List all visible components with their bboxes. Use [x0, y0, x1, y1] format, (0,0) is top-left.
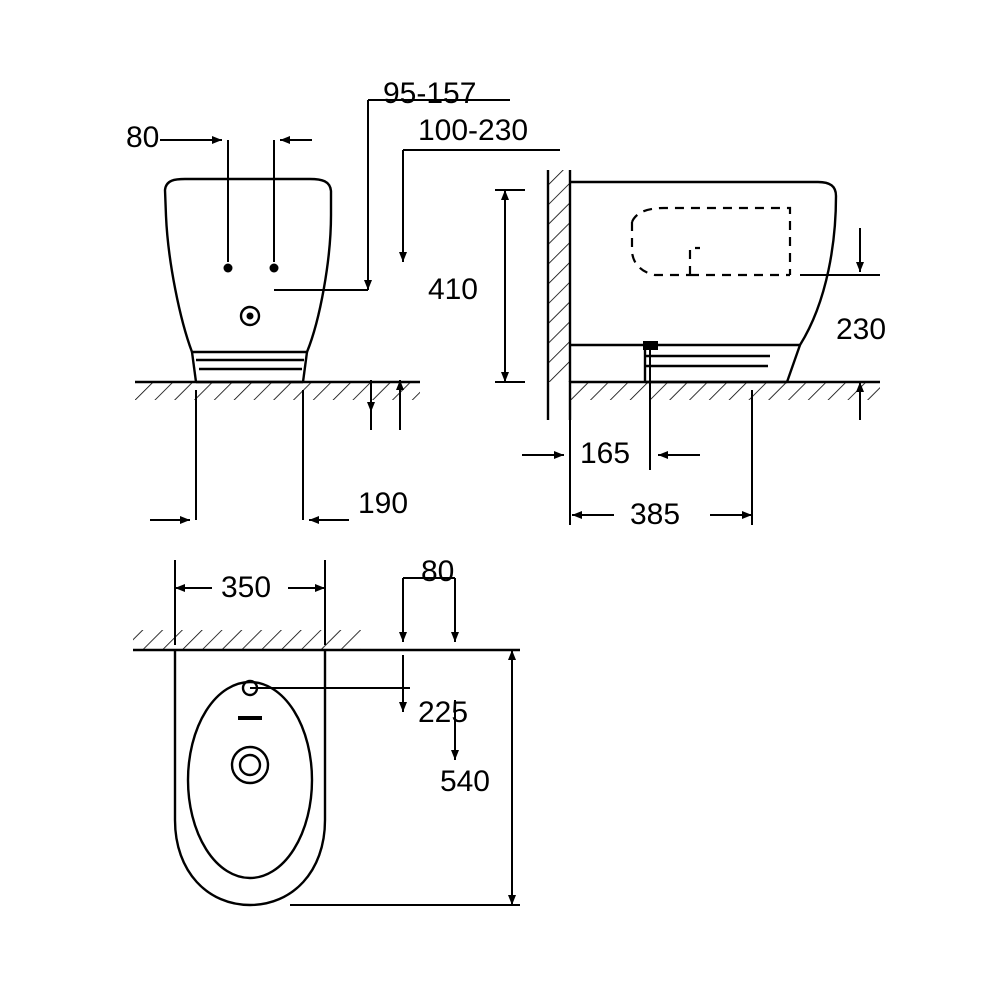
side-dim-385-text: 385 [630, 498, 680, 531]
side-wall-hatch [548, 170, 570, 382]
top-inner-rim [186, 680, 314, 880]
front-dim-80-text: 80 [126, 121, 159, 154]
side-floor-hatch [570, 382, 880, 400]
top-view-dimensions: 350 80 225 540 [174, 555, 520, 906]
front-outlet-ring [239, 305, 261, 327]
top-dim-540-text: 540 [440, 765, 490, 798]
top-view [133, 630, 520, 907]
side-dim-410-text: 410 [428, 273, 478, 306]
front-foot-right [301, 351, 309, 383]
top-dim-225-text: 225 [418, 696, 468, 729]
front-outlet-center [246, 312, 254, 320]
front-dim-100-230-text: 100-230 [418, 114, 528, 147]
side-body-outline [570, 180, 838, 347]
side-dim-230-text: 230 [836, 313, 886, 346]
front-tap-hole-right [269, 263, 279, 273]
top-bowl-outline [173, 650, 327, 907]
side-dim-165-text: 165 [580, 437, 630, 470]
top-dim-350-text: 350 [221, 571, 271, 604]
front-view [135, 177, 420, 400]
side-hidden-bowl [630, 206, 792, 277]
front-tap-hole-left [223, 263, 233, 273]
side-view-dimensions: 410 230 165 385 [428, 189, 886, 531]
top-wall-hatch [133, 630, 361, 650]
front-foot-left [190, 351, 198, 383]
front-bowl-outline [163, 177, 333, 354]
front-floor-hatch [135, 382, 420, 400]
front-dim-95-157-text: 95-157 [383, 77, 476, 110]
side-foot-right [785, 344, 802, 383]
side-fixing-mark [643, 341, 658, 350]
top-dim-80-text: 80 [421, 555, 454, 588]
top-waste-outer [230, 745, 270, 785]
front-view-dimensions: 80 95-157 100-230 190 [126, 77, 560, 524]
front-dim-190-text: 190 [358, 487, 408, 520]
top-waste-inner [238, 753, 262, 777]
